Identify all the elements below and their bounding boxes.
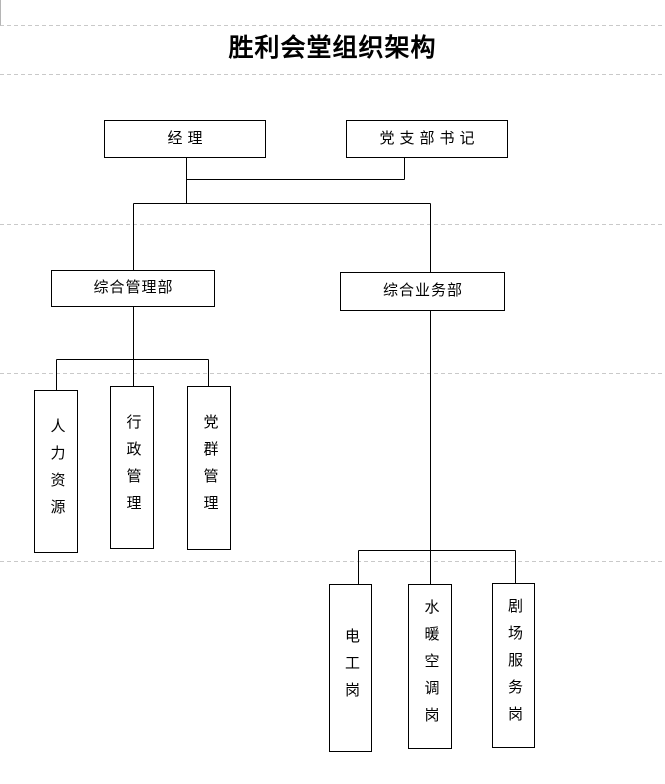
org-node-general-business-dept: 综合业务部 bbox=[340, 272, 505, 311]
org-node-plumbing-hvac-post: 水暖空调岗 bbox=[408, 584, 452, 749]
org-node-theater-service-post: 剧场服务岗 bbox=[492, 583, 535, 748]
org-node-electrician-post: 电工岗 bbox=[329, 584, 372, 752]
org-node-manager: 经理 bbox=[104, 120, 266, 158]
org-node-human-resources: 人力资源 bbox=[34, 390, 78, 553]
org-node-party-branch-secretary: 党支部书记 bbox=[346, 120, 508, 158]
org-connectors bbox=[56, 158, 516, 584]
org-node-party-mass-management: 党群管理 bbox=[187, 386, 231, 550]
org-node-administrative-management: 行政管理 bbox=[110, 386, 154, 549]
org-node-general-management-dept: 综合管理部 bbox=[51, 270, 215, 307]
page-title: 胜利会堂组织架构 bbox=[228, 35, 437, 62]
page-gridlines bbox=[0, 25, 665, 562]
